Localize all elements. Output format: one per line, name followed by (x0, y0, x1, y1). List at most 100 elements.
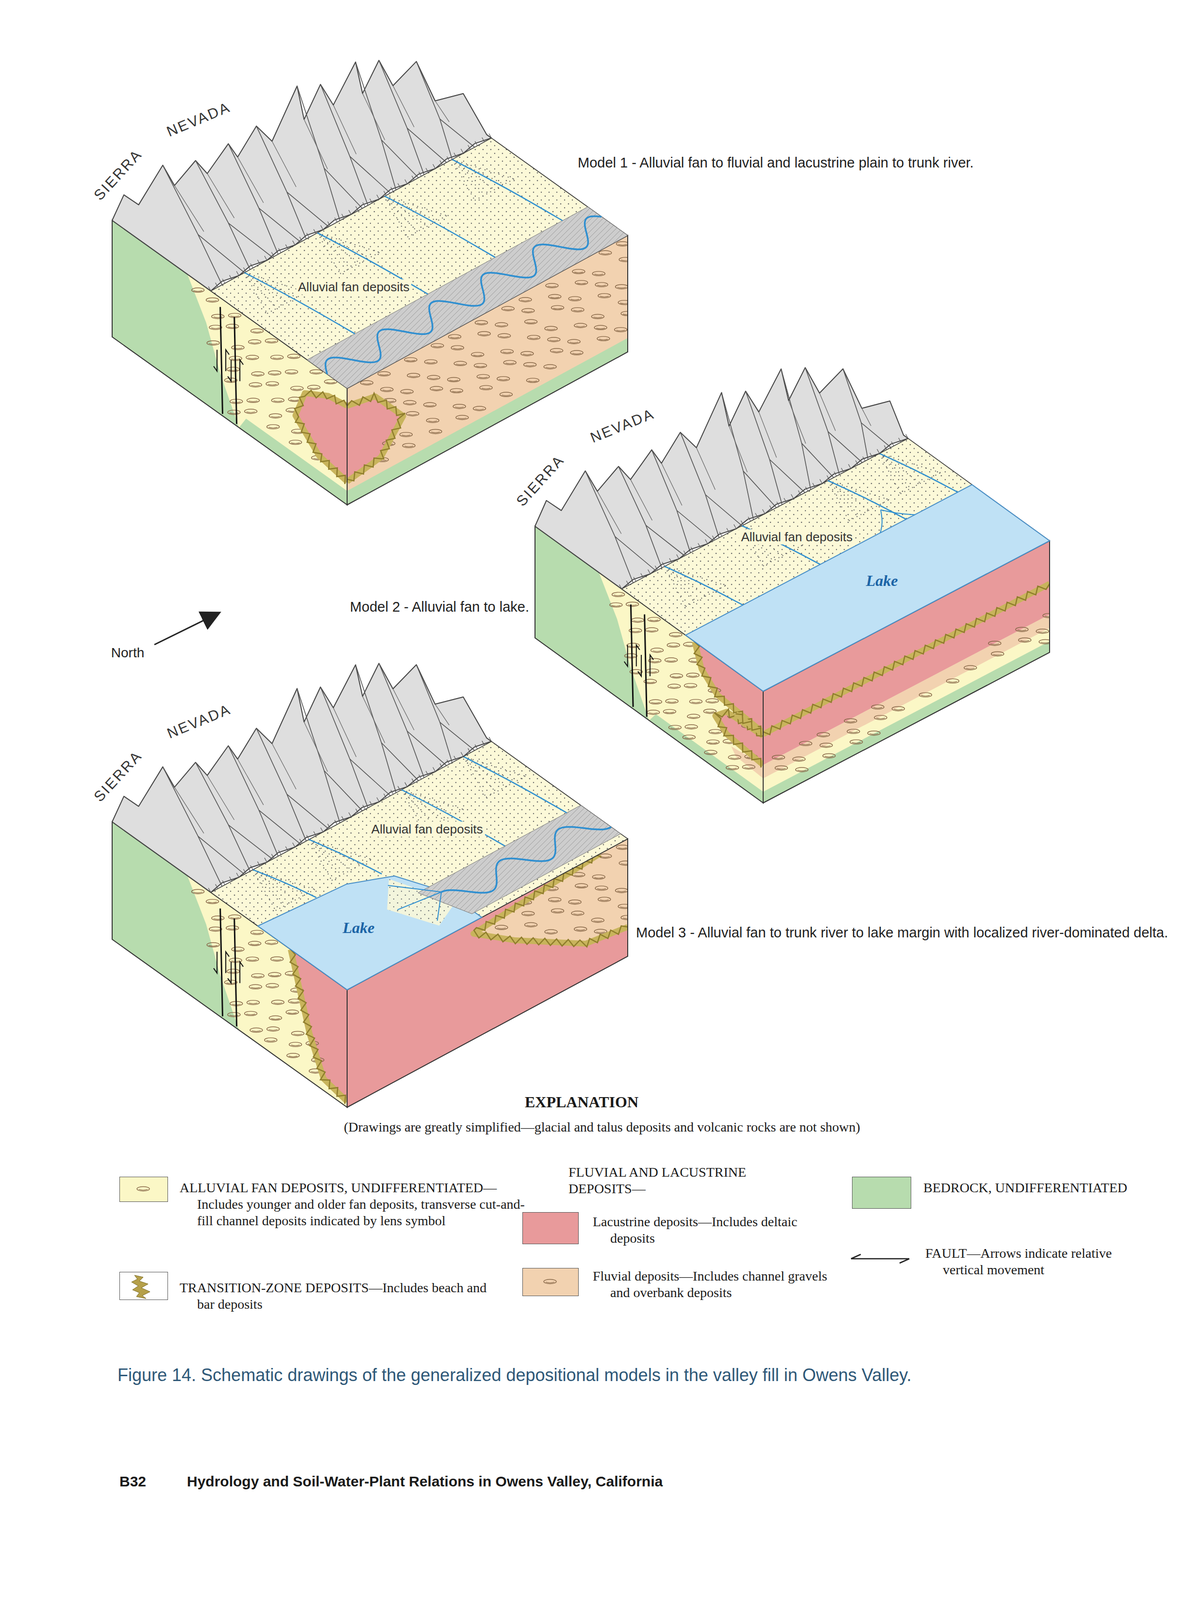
swatch-art (852, 1177, 912, 1209)
lens-outline (706, 739, 720, 745)
lens-outline (669, 632, 683, 637)
ridge-line (743, 470, 777, 508)
range-front-tick (626, 580, 629, 585)
lens-outline (455, 415, 469, 420)
spur-line (362, 93, 385, 141)
fault-arrow (225, 349, 230, 371)
lens-symbol (268, 1016, 282, 1021)
lens-inner (1037, 631, 1047, 633)
range-front-tick (229, 275, 233, 280)
range-front-tick (384, 190, 387, 196)
lens-outline (874, 715, 887, 720)
lens-inner (250, 987, 260, 989)
lens-symbol (991, 651, 1004, 656)
lens-outline (704, 750, 718, 755)
lens-symbol (231, 345, 245, 350)
fan-cone-line (879, 453, 901, 494)
distributary (387, 885, 442, 893)
fault-line (234, 918, 237, 1027)
ridge-line (198, 836, 222, 887)
lens-outline (527, 335, 540, 340)
lens-symbol (228, 313, 241, 318)
lens-inner (252, 933, 262, 935)
lens-outline (526, 378, 539, 383)
trunk-river (441, 826, 612, 893)
lens-outline (568, 296, 582, 301)
lens-outline (497, 376, 510, 382)
lens-outline (244, 1011, 258, 1016)
lens-outline (270, 355, 284, 360)
lens-inner (545, 1282, 555, 1284)
lens-outline (544, 929, 558, 935)
ridge-line (286, 192, 307, 240)
lens-outline (598, 897, 611, 902)
swatch-art (522, 1268, 579, 1297)
range-front-tick (299, 236, 302, 242)
ridge-line (228, 223, 273, 258)
transition-zone (295, 393, 348, 482)
lens-outline (618, 300, 631, 305)
lens-inner (291, 1045, 301, 1047)
lens-inner (650, 661, 660, 663)
lens-inner (248, 401, 258, 402)
lens-symbol (918, 692, 932, 698)
lens-inner (289, 356, 299, 358)
lens-inner (594, 274, 603, 276)
fan-cone-line (317, 233, 360, 264)
lake-label: Lake (342, 918, 375, 937)
lens-outline (228, 313, 241, 318)
range-front-tick (425, 770, 429, 776)
lens-symbol (595, 885, 608, 891)
lens-outline (447, 377, 461, 383)
range-front-tick (327, 221, 331, 226)
lens-outline (570, 350, 584, 355)
spur-line (333, 707, 357, 757)
lens-outline (686, 672, 700, 678)
lens-outline (645, 627, 658, 633)
lens-outline (598, 293, 611, 299)
lens-symbol (615, 888, 628, 893)
lens-outline (268, 370, 282, 376)
lens-symbol (545, 283, 559, 288)
lens-inner (270, 416, 280, 418)
range-front-tick (292, 842, 296, 848)
lens-inner (710, 732, 720, 734)
range-front-tick (834, 471, 837, 477)
ridge-line (680, 432, 706, 495)
lens-outline (518, 297, 532, 302)
lens-outline (1018, 637, 1032, 643)
lens-symbol (792, 756, 806, 762)
fault-symbol-arrow (851, 1254, 861, 1259)
lens-symbol (548, 294, 562, 300)
spur-line (788, 400, 806, 444)
fan-cone-line (463, 756, 506, 787)
legend-text: Fluvial deposits—Includes channel gravel… (592, 1268, 839, 1302)
ridge-line (350, 156, 368, 206)
lens-inner (594, 877, 603, 879)
lens-inner (685, 685, 695, 687)
spur-line (392, 688, 415, 731)
lens-inner (617, 287, 626, 289)
lens-outline (227, 410, 241, 415)
lens-inner (600, 296, 609, 298)
lens-inner (230, 316, 239, 318)
lens-symbol (667, 642, 680, 648)
lens-symbol (251, 973, 265, 979)
transition-zigzag (294, 390, 348, 485)
lens-outline (575, 883, 588, 888)
lens-symbol (264, 1037, 278, 1043)
transition-zigzag (714, 708, 764, 768)
range-front-tick (791, 494, 794, 499)
legend-text: Lacustrine deposits—Includes deltaic dep… (592, 1213, 844, 1247)
lens-inner (248, 357, 257, 359)
range-front-tick (306, 835, 310, 840)
lens-inner (869, 733, 879, 735)
lens-inner (1017, 630, 1027, 632)
lens-inner (208, 343, 218, 345)
range-front-tick (334, 819, 337, 825)
range-front-tick (690, 547, 694, 552)
lens-outline (479, 385, 493, 390)
spur-line (861, 408, 871, 426)
fan-cone-line (879, 453, 921, 484)
lens-symbol (649, 699, 662, 704)
